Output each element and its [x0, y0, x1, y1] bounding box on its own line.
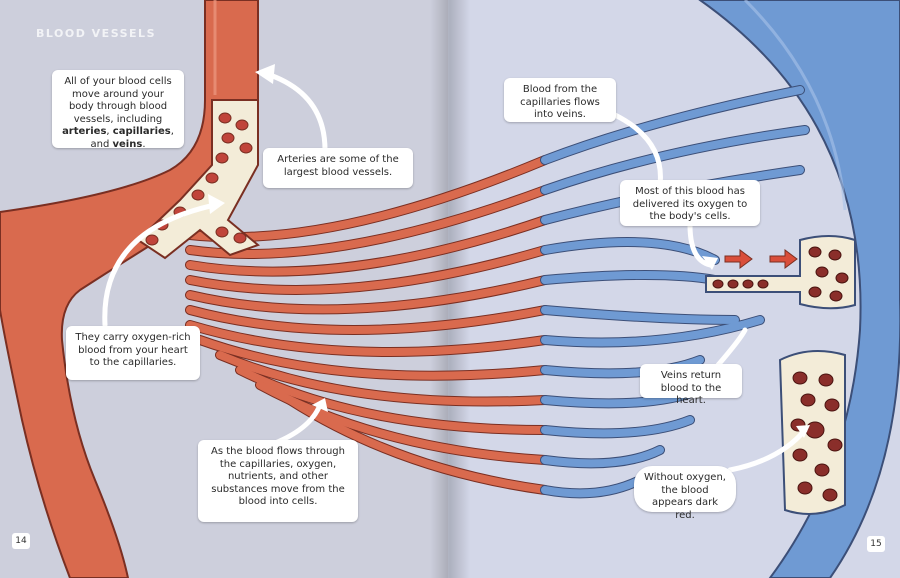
callout-flows: As the blood flows through the capillari… — [198, 440, 358, 522]
vein-cutaway-upper — [705, 235, 856, 310]
intro-sep-2: , and — [90, 126, 174, 150]
callout-delivered: Most of this blood has delivered its oxy… — [620, 180, 760, 226]
vein-cutaway-lower — [778, 350, 846, 515]
callout-carry: They carry oxygen-rich blood from your h… — [66, 326, 200, 380]
term-arteries: arteries — [62, 126, 107, 137]
callout-capillaries-to-veins: Blood from the capillaries flows into ve… — [504, 78, 616, 122]
term-capillaries: capillaries — [112, 126, 171, 137]
term-veins: veins — [112, 138, 143, 150]
callout-arrowheads — [208, 64, 810, 438]
callout-without-oxygen: Without oxygen, the blood appears dark r… — [634, 466, 736, 521]
callout-arteries: Arteries are some of the largest blood v… — [263, 148, 413, 188]
page-number-left: 14 — [12, 533, 30, 549]
intro-end: . — [142, 138, 146, 150]
callout-intro-text: All of your blood cells move around your… — [64, 76, 172, 125]
large-artery — [0, 0, 259, 578]
page-number-right: 15 — [867, 536, 885, 552]
section-title: BLOOD VESSELS — [36, 27, 156, 40]
intro-sep-1: , — [106, 126, 113, 137]
flow-arrows — [724, 249, 798, 269]
page-gutter — [430, 0, 470, 578]
callout-veins-return: Veins return blood to the heart. — [640, 364, 742, 406]
callout-intro: All of your blood cells move around your… — [52, 70, 184, 150]
